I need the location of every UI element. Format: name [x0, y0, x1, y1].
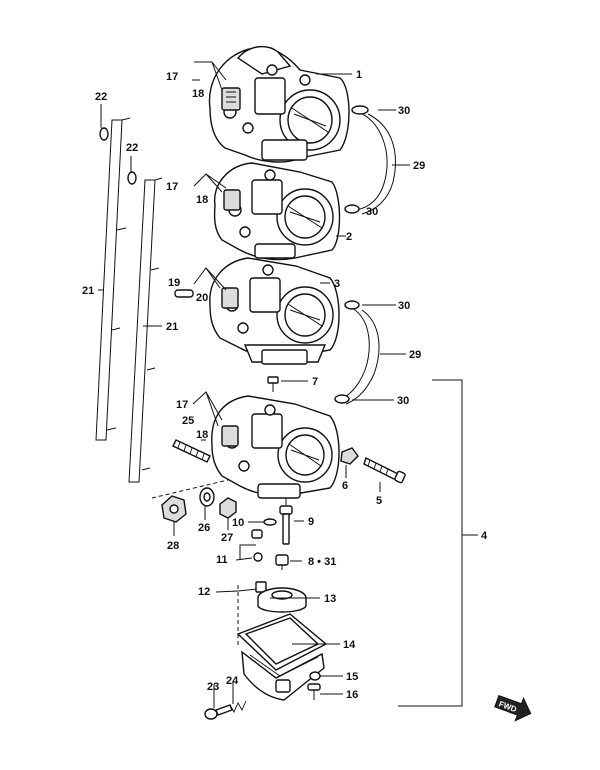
callout-19: 19 [168, 277, 180, 289]
callout-17-c: 17 [176, 399, 188, 411]
jet-9 [279, 498, 293, 545]
clip-22-a [99, 127, 109, 141]
callout-17-b: 17 [166, 181, 178, 193]
callout-5: 5 [376, 495, 382, 507]
washer-26 [199, 487, 215, 507]
screw-23 [204, 704, 233, 720]
callout-21-b: 21 [166, 321, 178, 333]
leader-lines [98, 61, 478, 708]
linkage-rod-21-right [128, 177, 163, 483]
nut-27 [219, 497, 237, 519]
callout-30-d: 30 [397, 395, 409, 407]
callout-3: 3 [334, 278, 340, 290]
callout-21-a: 21 [82, 285, 94, 297]
float-13 [257, 587, 307, 613]
callout-2: 2 [346, 231, 352, 243]
callout-18-b: 18 [196, 194, 208, 206]
washer-10 [263, 518, 277, 526]
callout-28: 28 [167, 540, 179, 552]
callout-25: 25 [182, 415, 194, 427]
hose-29-lower [339, 307, 370, 401]
carburetor-4 [211, 395, 340, 499]
callout-20: 20 [196, 292, 208, 304]
callout-4: 4 [481, 530, 488, 542]
fwd-arrow-badge: FWD [494, 694, 532, 722]
callout-23: 23 [207, 681, 219, 693]
callout-22-b: 22 [126, 142, 138, 154]
linkage-rod-21-left [95, 117, 131, 441]
callout-9: 9 [308, 516, 314, 528]
hose-clip-30-d [334, 394, 350, 404]
gasket-15 [309, 671, 321, 681]
spring-25 [172, 439, 211, 463]
callout-14: 14 [343, 639, 356, 651]
callout-labels: 1 2 3 4 5 6 7 8 • 31 9 10 11 12 13 14 15… [82, 69, 488, 701]
callout-16: 16 [346, 689, 358, 701]
callout-13: 13 [324, 593, 336, 605]
screw-16 [307, 683, 321, 700]
callout-6: 6 [342, 480, 348, 492]
nut-28 [161, 495, 187, 523]
callout-22-a: 22 [95, 91, 107, 103]
callout-30-a: 30 [398, 105, 410, 117]
callout-12: 12 [198, 586, 210, 598]
callout-29-b: 29 [409, 349, 421, 361]
callout-11: 11 [216, 554, 228, 566]
float-chamber-14 [236, 613, 328, 701]
hose-clip-30-b [344, 204, 360, 214]
callout-15: 15 [346, 671, 358, 683]
pin-12 [237, 581, 267, 593]
callout-29-a: 29 [413, 160, 425, 172]
carburetor-3 [174, 257, 340, 365]
nut-6 [340, 447, 359, 465]
carburetor-2 [213, 162, 341, 261]
carburetor-1 [208, 45, 350, 163]
hose-clip-30-a [351, 105, 369, 115]
adjust-screw-5 [363, 457, 406, 484]
screw-7 [267, 376, 279, 392]
callout-24: 24 [226, 675, 239, 687]
jet-11 [251, 529, 263, 562]
callout-30-b: 30 [366, 206, 378, 218]
callout-27: 27 [221, 532, 233, 544]
callout-26: 26 [198, 522, 210, 534]
callout-7: 7 [312, 376, 318, 388]
callout-17-a: 17 [166, 71, 178, 83]
hose-29-upper [355, 111, 388, 211]
callout-18-a: 18 [192, 88, 204, 100]
callout-18-c: 18 [196, 429, 208, 441]
callout-8-31: 8 • 31 [308, 556, 336, 568]
callout-30-c: 30 [398, 300, 410, 312]
hose-clip-30-c [344, 300, 360, 310]
plug-8 [275, 554, 289, 570]
callout-10: 10 [232, 517, 244, 529]
callout-1: 1 [356, 69, 362, 81]
spring-24 [229, 700, 247, 713]
assembly-bracket-4 [398, 379, 463, 707]
clip-22-b [127, 171, 137, 185]
